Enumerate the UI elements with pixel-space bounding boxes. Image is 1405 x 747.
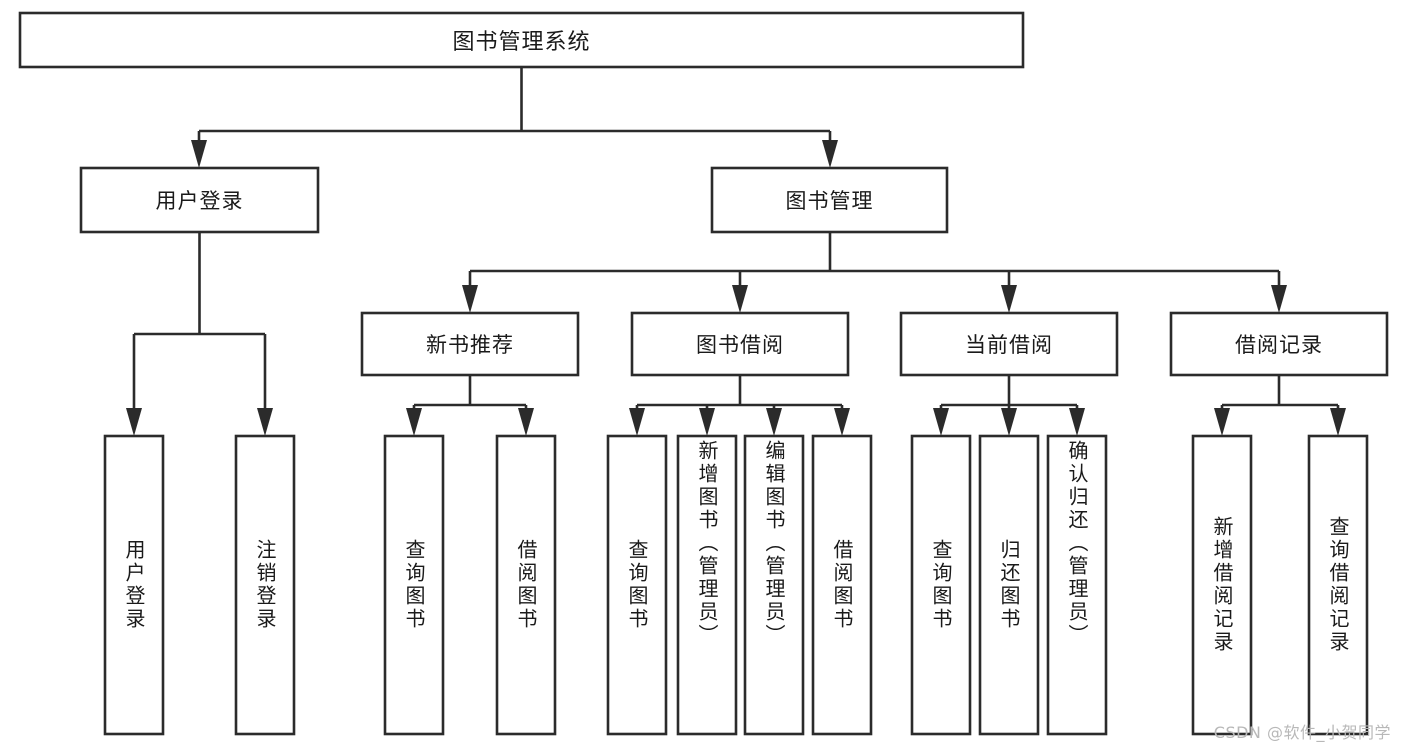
leaf-user-login-2[interactable] <box>234 434 296 736</box>
arrow-head-br-leaf-1 <box>1214 408 1230 436</box>
connector-group-borrow-record <box>1214 375 1346 436</box>
leaf-new-book-recommend-1[interactable] <box>383 434 445 736</box>
arrow-head-bb-leaf-1 <box>629 408 645 436</box>
connector-group-current-borrow <box>933 375 1085 436</box>
arrow-head-current-borrow <box>1001 285 1017 313</box>
node-user-login[interactable] <box>79 166 320 234</box>
connector-group-book-mgmt <box>462 232 1287 313</box>
arrow-head-bb-leaf-3 <box>766 408 782 436</box>
arrow-head-leaf-user-login-1 <box>126 408 142 436</box>
arrow-head-cb-leaf-2 <box>1001 408 1017 436</box>
arrow-head-bb-leaf-2 <box>699 408 715 436</box>
node-current-borrow[interactable] <box>899 311 1119 377</box>
arrow-head-user-login <box>191 140 207 168</box>
leaf-user-login-1[interactable] <box>103 434 165 736</box>
node-new-book-recommend[interactable] <box>360 311 580 377</box>
arrow-head-book-mgmt <box>822 140 838 168</box>
leaf-borrow-record-2[interactable] <box>1307 434 1369 736</box>
arrow-head-nbr-leaf-1 <box>406 408 422 436</box>
arrow-head-borrow-record <box>1271 285 1287 313</box>
node-book-borrow[interactable] <box>630 311 850 377</box>
arrow-head-bb-leaf-4 <box>834 408 850 436</box>
leaf-current-borrow-3[interactable] <box>1046 434 1108 736</box>
arrow-head-book-borrow <box>732 285 748 313</box>
leaf-book-borrow-3[interactable] <box>743 434 805 736</box>
node-root[interactable] <box>18 11 1025 69</box>
connector-group-user-login <box>126 232 273 436</box>
leaf-current-borrow-2[interactable] <box>978 434 1040 736</box>
leaf-new-book-recommend-2[interactable] <box>495 434 557 736</box>
arrow-head-cb-leaf-3 <box>1069 408 1085 436</box>
arrow-head-br-leaf-2 <box>1330 408 1346 436</box>
node-borrow-record[interactable] <box>1169 311 1389 377</box>
leaf-book-borrow-1[interactable] <box>606 434 668 736</box>
leaf-current-borrow-1[interactable] <box>910 434 972 736</box>
connector-group-book-borrow <box>629 375 850 436</box>
leaf-book-borrow-4[interactable] <box>811 434 873 736</box>
leaf-book-borrow-2[interactable] <box>676 434 738 736</box>
arrow-head-new-book-recommend <box>462 285 478 313</box>
arrow-head-leaf-user-login-2 <box>257 408 273 436</box>
node-book-management[interactable] <box>710 166 949 234</box>
arrow-head-nbr-leaf-2 <box>518 408 534 436</box>
connector-group-root <box>191 67 838 168</box>
arrow-head-cb-leaf-1 <box>933 408 949 436</box>
connector-group-new-book-recommend <box>406 375 534 436</box>
leaf-borrow-record-1[interactable] <box>1191 434 1253 736</box>
